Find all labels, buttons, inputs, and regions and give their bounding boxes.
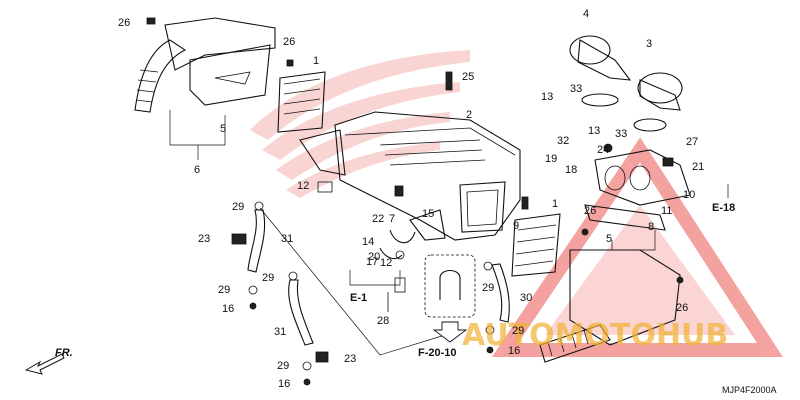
part-label: 29	[232, 201, 244, 213]
part-label: 11	[661, 205, 672, 217]
part-label: 17	[366, 256, 378, 268]
detail-inset-f-20-10	[424, 254, 476, 343]
automotohub-watermark: AUTOMOTOHUB	[462, 318, 728, 353]
part-label: 3	[646, 38, 652, 50]
part-label: 26	[283, 36, 295, 48]
part-label: 18	[565, 164, 577, 176]
connecting-tube-assembly	[521, 35, 691, 231]
part-label: 10	[683, 189, 695, 201]
part-label: 33	[570, 83, 582, 95]
part-label: 8	[648, 221, 654, 233]
part-label: 27	[686, 136, 698, 148]
part-label: 16	[508, 345, 520, 357]
section-ref-e-1: E-1	[350, 292, 367, 304]
part-label: 29	[482, 282, 494, 294]
part-label: 25	[462, 71, 474, 83]
wing-logo-watermark	[250, 50, 470, 198]
air-cleaner-case	[299, 71, 521, 244]
part-label: 28	[377, 315, 389, 327]
part-label: 1	[313, 55, 319, 67]
part-label: 13	[588, 125, 600, 137]
part-label: 13	[541, 91, 553, 103]
part-label: 26	[118, 17, 130, 29]
part-label: 29	[218, 284, 230, 296]
part-label: 33	[615, 128, 627, 140]
part-label: 31	[274, 326, 286, 338]
part-label: 21	[692, 161, 704, 173]
section-ref-e-18: E-18	[712, 202, 735, 214]
part-label: 23	[344, 353, 356, 365]
front-arrow-label: FR.	[55, 347, 73, 359]
part-label: 29	[277, 360, 289, 372]
watermark-text: AUTOMOTOHUB	[462, 318, 728, 353]
part-label: 12	[297, 180, 309, 192]
section-ref-f-20-10: F-20-10	[418, 347, 457, 359]
part-label: 26	[584, 205, 596, 217]
part-label: 30	[520, 292, 532, 304]
part-label: 16	[278, 378, 290, 390]
part-label: 9	[513, 220, 519, 232]
part-label: 5	[606, 233, 612, 245]
part-labels: 26 26 1 5 6 25 2 4 3 33 13 33 13 32 27 2…	[118, 8, 704, 390]
part-label: 16	[222, 303, 234, 315]
part-label: 6	[194, 164, 200, 176]
part-label: 22	[372, 213, 384, 225]
part-label: 26	[676, 302, 688, 314]
part-label: 7	[389, 213, 395, 225]
part-label: 20	[368, 251, 380, 263]
part-label: 23	[198, 233, 210, 245]
part-label: 2	[466, 109, 472, 121]
diagram-code: MJP4F2000A	[722, 385, 777, 395]
part-label: 15	[422, 208, 434, 220]
part-label: 14	[362, 236, 374, 248]
part-label: 1	[552, 198, 558, 210]
part-label: 24	[597, 144, 609, 156]
front-direction-arrow: FR.	[24, 347, 73, 375]
part-label: 12	[380, 257, 392, 269]
part-label: 5	[220, 123, 226, 135]
part-label: 29	[512, 325, 524, 337]
inlet-duct-assembly	[134, 17, 326, 160]
element-and-cover	[511, 213, 684, 363]
section-references: E-18 E-1 F-20-10	[350, 184, 735, 359]
drain-hoses	[231, 201, 510, 386]
part-label: 4	[583, 8, 589, 20]
part-label: 19	[545, 153, 557, 165]
part-label: 32	[557, 135, 569, 147]
part-label: 31	[281, 233, 293, 245]
part-label: 29	[262, 272, 274, 284]
